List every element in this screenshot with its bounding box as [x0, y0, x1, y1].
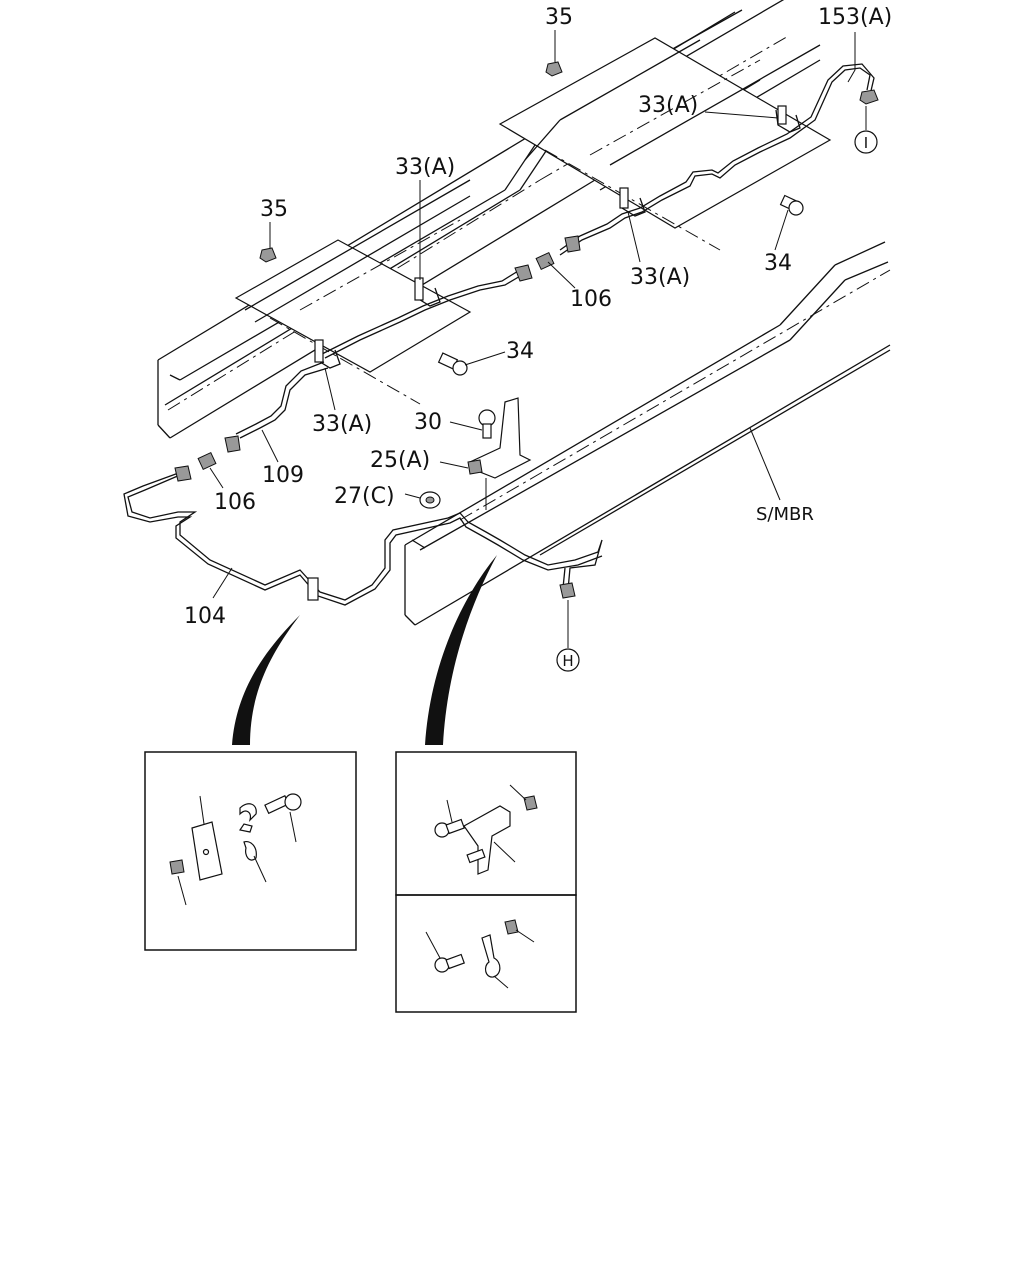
label-smbr: S/MBR [756, 504, 814, 525]
main-labels: 35 153(A) 33(A) 33(A) 35 33(A) 34 106 34… [184, 5, 892, 629]
flare-nut-h [559, 582, 576, 599]
callout-arrow-right [425, 555, 497, 745]
ref-circle-h-label: H [562, 652, 573, 670]
label-30-mid: 30 [414, 410, 442, 435]
detail-box-c [395, 894, 577, 1013]
side-member-rail [404, 241, 891, 626]
bolt-30-mid [478, 409, 496, 439]
union-106-low [174, 435, 241, 482]
label-106-top: 106 [570, 287, 612, 312]
clip-33a-left [314, 339, 341, 369]
ref-circle-i: I [854, 130, 878, 154]
leader-lines [209, 30, 867, 648]
label-27c: 27(C) [334, 484, 395, 509]
bracket-25a [467, 397, 532, 510]
mounting-plate-left [234, 239, 472, 405]
union-106-top [514, 235, 581, 282]
label-33a-low: 33(A) [312, 412, 372, 437]
clip-104-bottom [307, 577, 319, 601]
nut-35-left [259, 247, 277, 263]
label-109: 109 [262, 463, 304, 488]
label-34-right: 34 [764, 251, 792, 276]
label-153a: 153(A) [818, 5, 892, 30]
pipe-109 [235, 361, 329, 439]
pipe-153a [559, 63, 875, 256]
label-33a-top: 33(A) [638, 93, 698, 118]
grommet-27c [419, 491, 441, 509]
clip-33a-mid-right [619, 187, 646, 217]
flare-nut-153a [859, 89, 879, 105]
detail-box-b [395, 751, 577, 896]
label-33a-right: 33(A) [630, 265, 690, 290]
bolt-34-mid [437, 352, 468, 376]
nut-35-top [545, 61, 563, 77]
upper-frame-rail [157, 0, 821, 439]
clip-33a-center [414, 277, 441, 307]
label-33a-mid: 33(A) [395, 155, 455, 180]
ref-circle-i-label: I [864, 134, 868, 152]
ref-circle-h: H [556, 648, 580, 672]
bolt-34-right [779, 194, 804, 216]
label-104: 104 [184, 604, 226, 629]
pipe-upper-left [321, 267, 528, 359]
label-106-low: 106 [214, 490, 256, 515]
upper-frame-rail-overlap [244, 39, 821, 323]
label-34-mid: 34 [506, 339, 534, 364]
callout-arrow-left [232, 615, 300, 745]
clip-33a-top [775, 105, 801, 133]
label-25a: 25(A) [370, 448, 430, 473]
label-35-top: 35 [545, 5, 573, 30]
detail-box-a [144, 751, 357, 951]
label-35-left: 35 [260, 197, 288, 222]
